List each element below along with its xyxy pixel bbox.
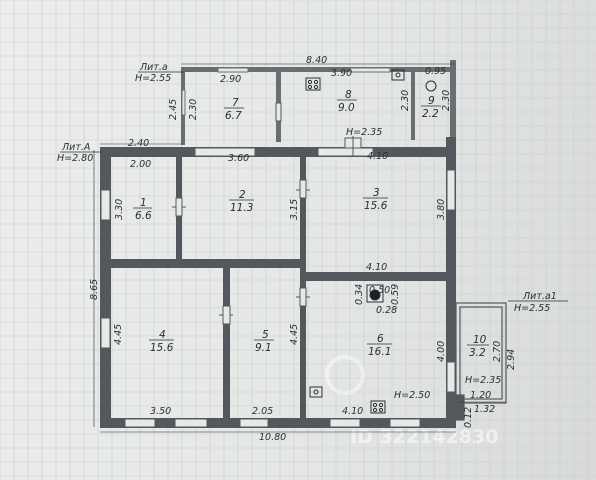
room-3-number: 3 <box>373 187 380 199</box>
ceiling-height-room6: H=2.50 <box>394 390 430 401</box>
room-2-number: 2 <box>239 189 246 201</box>
dimension-lines <box>93 63 506 433</box>
dim-r7-width: 2.90 <box>220 74 241 85</box>
litera-main-height: H=2.80 <box>57 153 93 164</box>
dim-top-a-total: 8.40 <box>306 55 327 66</box>
watermark-text: ID 322142830 <box>350 426 498 448</box>
dim-r9-height: 2.30 <box>441 90 452 111</box>
dim-r7-side: 2.45 <box>168 99 179 120</box>
dim-r2-width: 3.60 <box>228 153 249 164</box>
dim-r3-bottom: 4.10 <box>366 262 387 273</box>
room-7-number: 7 <box>232 97 239 109</box>
dim-r9-width: 0.95 <box>425 66 446 77</box>
outbuilding-a-walls <box>181 60 456 145</box>
room-4-number: 4 <box>159 329 166 341</box>
dim-r7-height: 2.30 <box>188 99 199 120</box>
dim-r8-height: 2.30 <box>400 90 411 111</box>
room-5-area: 9.1 <box>255 342 272 354</box>
dim-top-left: 2.40 <box>128 138 149 149</box>
dim-stove-a: 0.34 <box>354 284 365 305</box>
dim-stove-c: 0.59 <box>390 284 401 305</box>
dim-r10-h2: 2.94 <box>506 349 517 370</box>
room-2-area-value: 11.3 <box>230 202 253 214</box>
room-8-area: 9.0 <box>338 102 355 114</box>
room-1-area: 6.6 <box>135 210 152 222</box>
door-step <box>451 394 465 421</box>
dim-r10-h1: 2.70 <box>492 341 503 362</box>
room-10-area: 3.2 <box>469 347 486 359</box>
litera-a-height: H=2.55 <box>135 73 171 84</box>
dim-r2-height: 3.15 <box>289 199 300 220</box>
dim-r3-height: 3.80 <box>436 199 447 220</box>
room-9-area: 2.2 <box>422 108 439 120</box>
room-6-number: 6 <box>377 333 384 345</box>
litera-a1-height: H=2.55 <box>514 303 550 314</box>
dim-r5-height: 4.45 <box>289 324 300 345</box>
watermark: ID 322142830 <box>325 355 498 448</box>
litera-a-title: Лит.а <box>139 62 168 73</box>
dim-r5-bottom: 2.05 <box>252 406 273 417</box>
room-10-number: 10 <box>473 334 487 346</box>
extension-a1 <box>451 302 507 421</box>
stove-icon-r6 <box>370 400 386 414</box>
ceiling-height-room10: H=2.35 <box>465 375 501 386</box>
fixtures <box>305 69 437 414</box>
sink-icon-r6 <box>309 386 323 398</box>
sink-icon-r8 <box>391 69 405 81</box>
litera-main-title: Лит.А <box>61 142 90 153</box>
windows <box>100 67 456 428</box>
toilet-icon-r9 <box>425 80 437 92</box>
door-marks <box>172 102 362 325</box>
room-1-number: 1 <box>140 197 147 209</box>
dim-bottom-total: 10.80 <box>259 432 286 443</box>
dimension-labels: 8.40 2.90 3.90 0.95 2.45 2.30 2.30 2.30 … <box>89 55 517 443</box>
dim-r10-w: 1.20 <box>470 390 491 401</box>
room-5-number: 5 <box>262 329 269 341</box>
dim-stove-b: 0.50 <box>369 285 390 296</box>
dim-r6-height: 4.00 <box>436 341 447 362</box>
dim-r4-height: 4.45 <box>113 324 124 345</box>
dim-r10-w2: 1.32 <box>474 404 495 415</box>
room-4-area: 15.6 <box>150 342 174 354</box>
litera-a1-title: Лит.а1 <box>522 291 557 302</box>
room-3-area: 15.6 <box>364 200 388 212</box>
dim-r1-height: 3.30 <box>114 199 125 220</box>
room-9-number: 9 <box>428 95 435 107</box>
room-8-number: 8 <box>345 89 352 101</box>
dim-r10-small: 0.12 <box>463 407 474 428</box>
room-6-area: 16.1 <box>368 346 391 358</box>
dim-left-total: 8.65 <box>89 279 100 300</box>
dim-r1-width: 2.00 <box>130 159 151 170</box>
room-7-area: 6.7 <box>225 110 242 122</box>
dim-r8-width: 3.90 <box>331 68 352 79</box>
dim-r6-bottom: 4.10 <box>342 406 363 417</box>
dim-stove-d: 0.28 <box>376 305 397 316</box>
main-walls <box>100 137 456 428</box>
stove-icon-r8 <box>305 77 321 91</box>
litera-labels: Лит.а H=2.55 Лит.А H=2.80 Лит.а1 H=2.55 … <box>57 62 568 401</box>
room-labels: 1 6.6 2 15.6 11.3 3 15.6 4 15.6 5 9.1 6 … <box>133 89 489 359</box>
dim-r3-top: 4.10 <box>367 151 388 162</box>
ceiling-height-main: H=2.35 <box>346 127 382 138</box>
dim-r4-bottom: 3.50 <box>150 406 171 417</box>
